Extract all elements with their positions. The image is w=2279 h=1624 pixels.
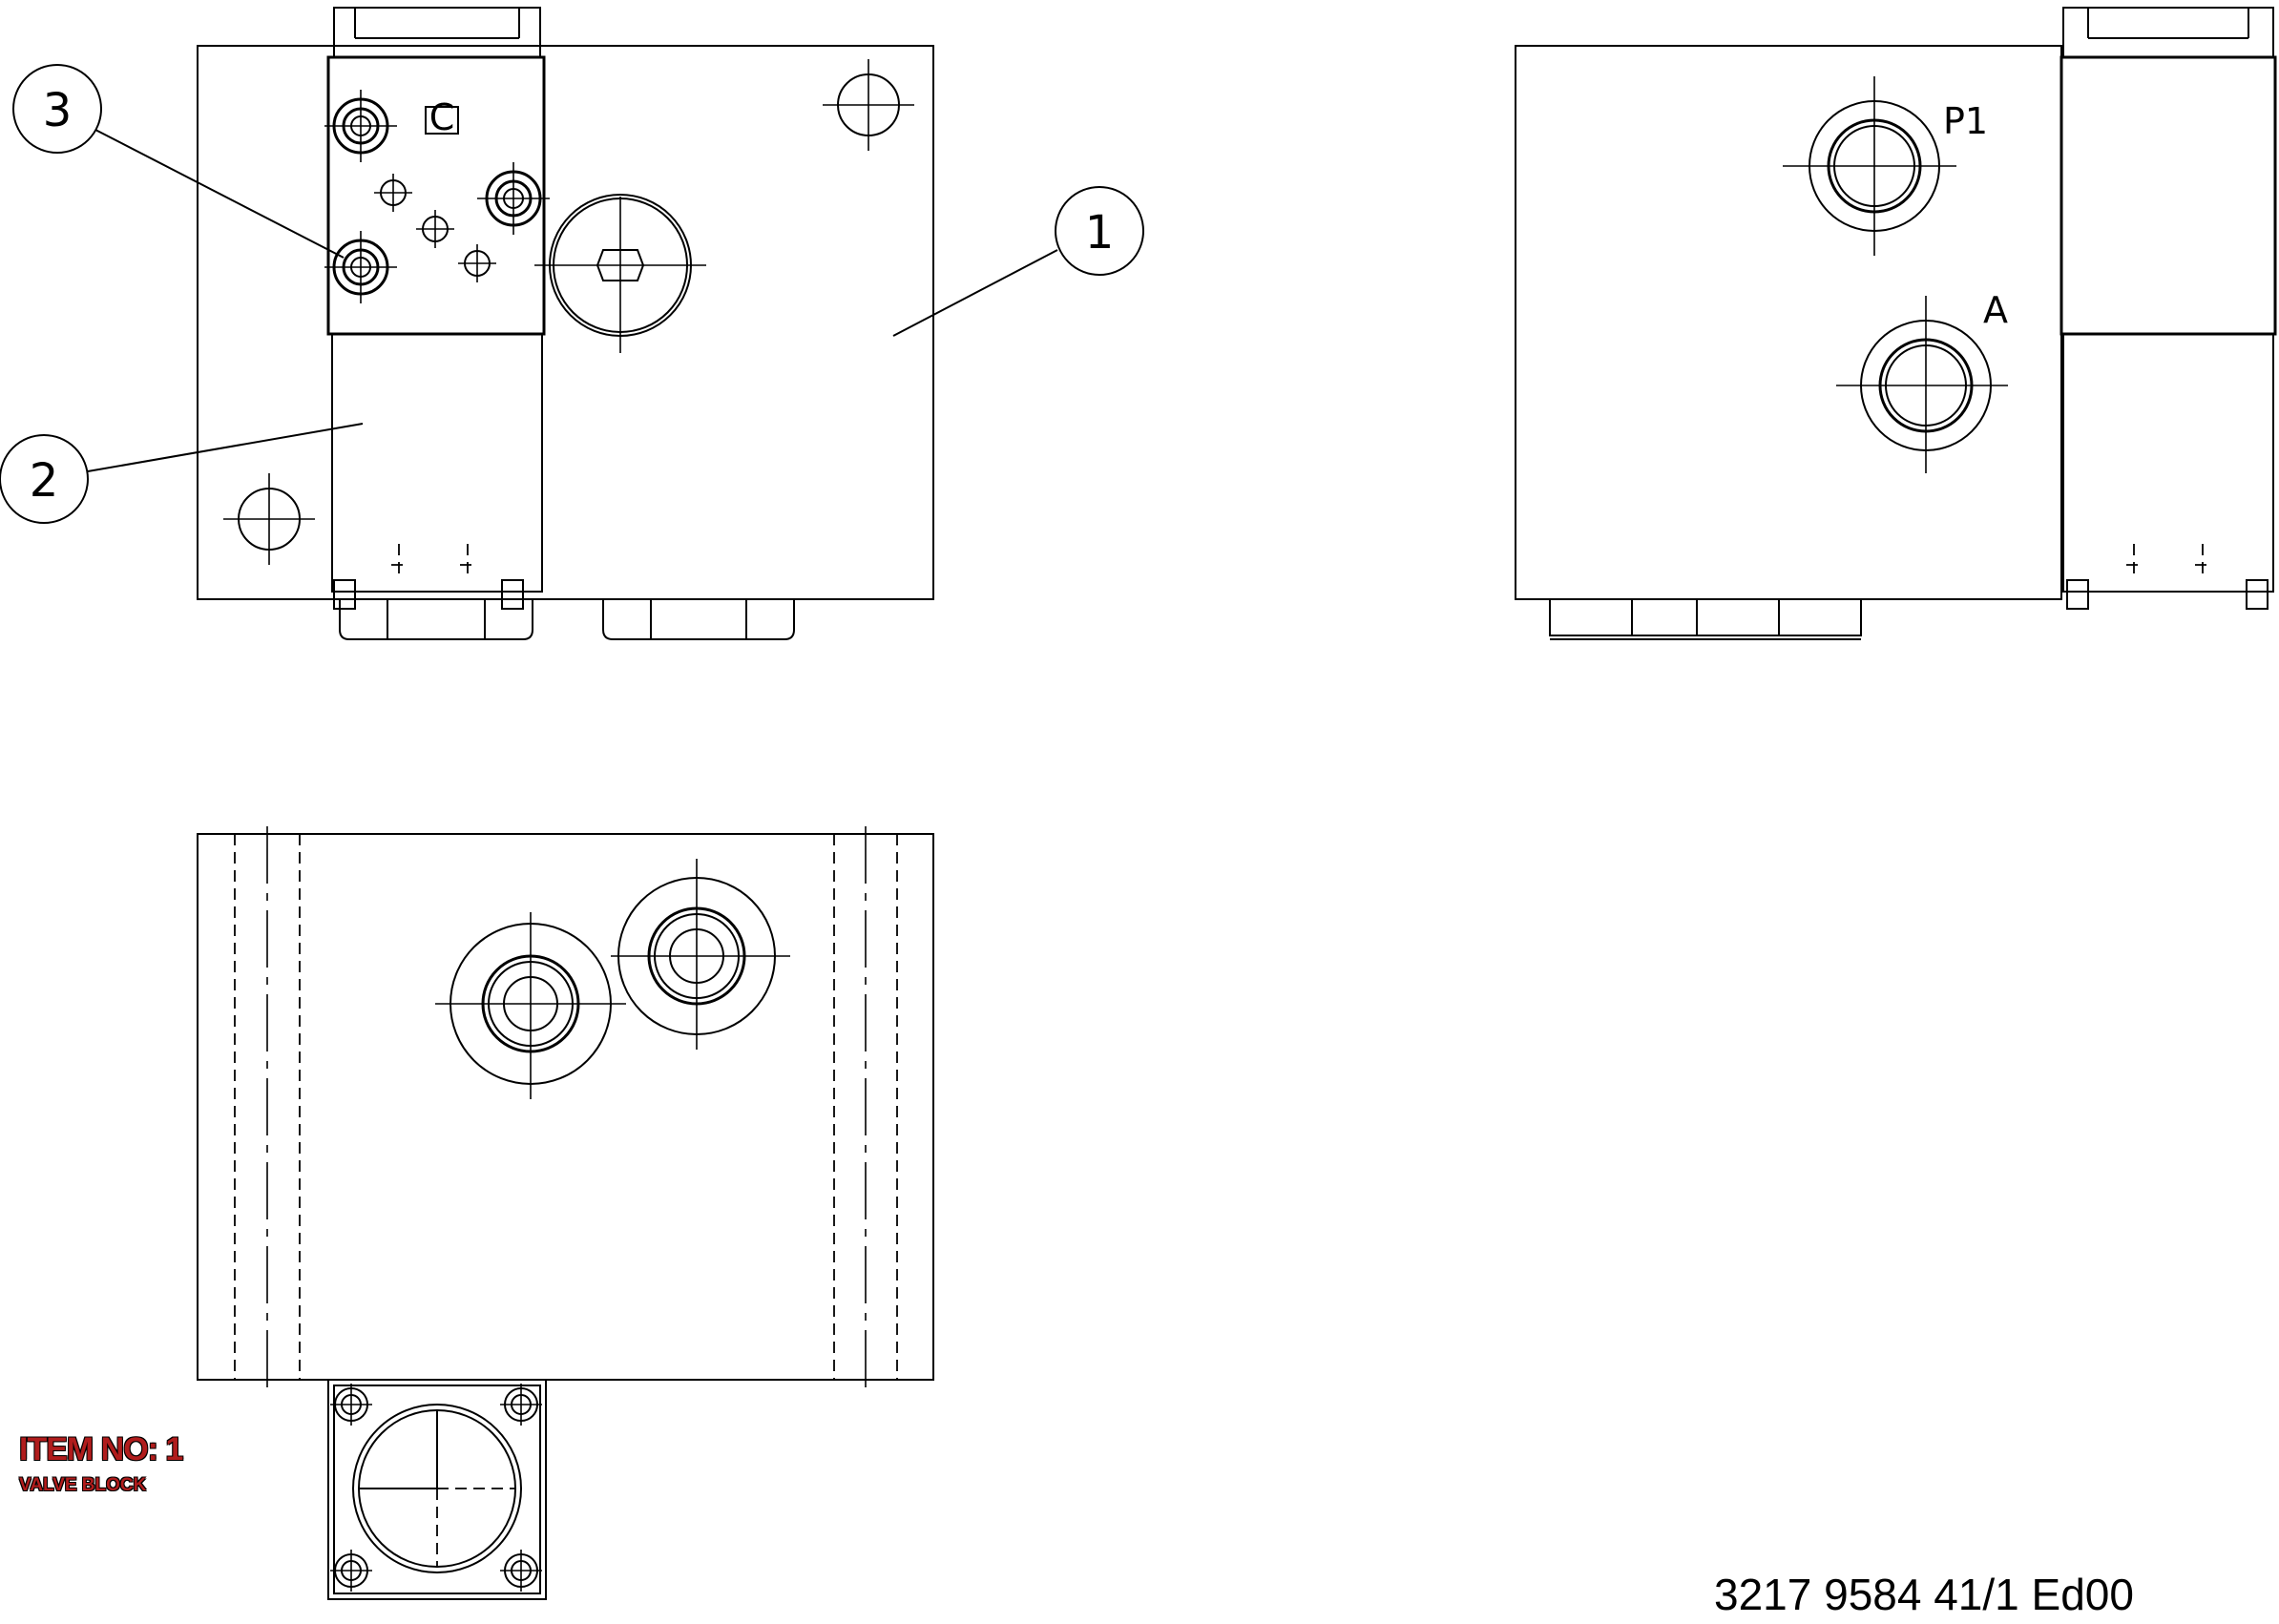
side-view: P1 A (1515, 7, 2277, 640)
svg-text:1: 1 (1085, 206, 1115, 260)
top-port-left (435, 912, 626, 1099)
balloon-3: 3 (12, 64, 345, 259)
port-p1-label: P1 (1943, 100, 1988, 142)
item-number-title: ITEM NO: 1 (19, 1431, 183, 1468)
side-cartridge (2059, 55, 2277, 336)
solenoid-body (331, 333, 543, 593)
bolt-hole-bottom-left (324, 231, 397, 303)
flange-screw-tr (500, 1384, 542, 1426)
bottom-fitting-right (602, 599, 795, 640)
mounting-hole-bottom-left (223, 473, 315, 565)
front-view: C (0, 7, 1144, 640)
item-number-subtitle: VALVE BLOCK (19, 1475, 147, 1495)
top-block-body (197, 833, 934, 1381)
side-bottom-fittings (1549, 599, 1862, 640)
side-solenoid (2062, 333, 2274, 593)
bottom-fitting-left (339, 599, 533, 640)
valve-block-body (197, 45, 934, 600)
port-a-label: A (1983, 289, 2008, 331)
port-a: A (1836, 289, 2008, 473)
balloon-1: 1 (892, 186, 1144, 337)
top-port-right (611, 859, 790, 1050)
pilot-hole-1 (374, 174, 412, 212)
flange-screw-br (500, 1550, 542, 1592)
svg-text:2: 2 (30, 454, 59, 508)
bolt-hole-top-left (324, 90, 397, 162)
connector-flange (327, 1379, 547, 1600)
pilot-hole-2 (416, 210, 454, 248)
flange-screw-tl (330, 1384, 372, 1426)
cartridge-top-cap (333, 7, 541, 58)
bolt-hole-mid-right (477, 162, 550, 235)
flange-screw-bl (330, 1550, 372, 1592)
document-number: 3217 9584 41/1 Ed00 (1714, 1570, 2134, 1619)
mounting-hole-top-right (823, 59, 914, 151)
pilot-hole-3 (458, 244, 496, 282)
balloon-2: 2 (0, 423, 364, 524)
svg-text:3: 3 (43, 84, 73, 137)
cartridge-marking-box (425, 106, 459, 135)
cartridge-marking: C (429, 96, 455, 138)
top-view (197, 826, 934, 1600)
port-p1: P1 (1783, 76, 1988, 256)
plug-screw (534, 194, 706, 353)
